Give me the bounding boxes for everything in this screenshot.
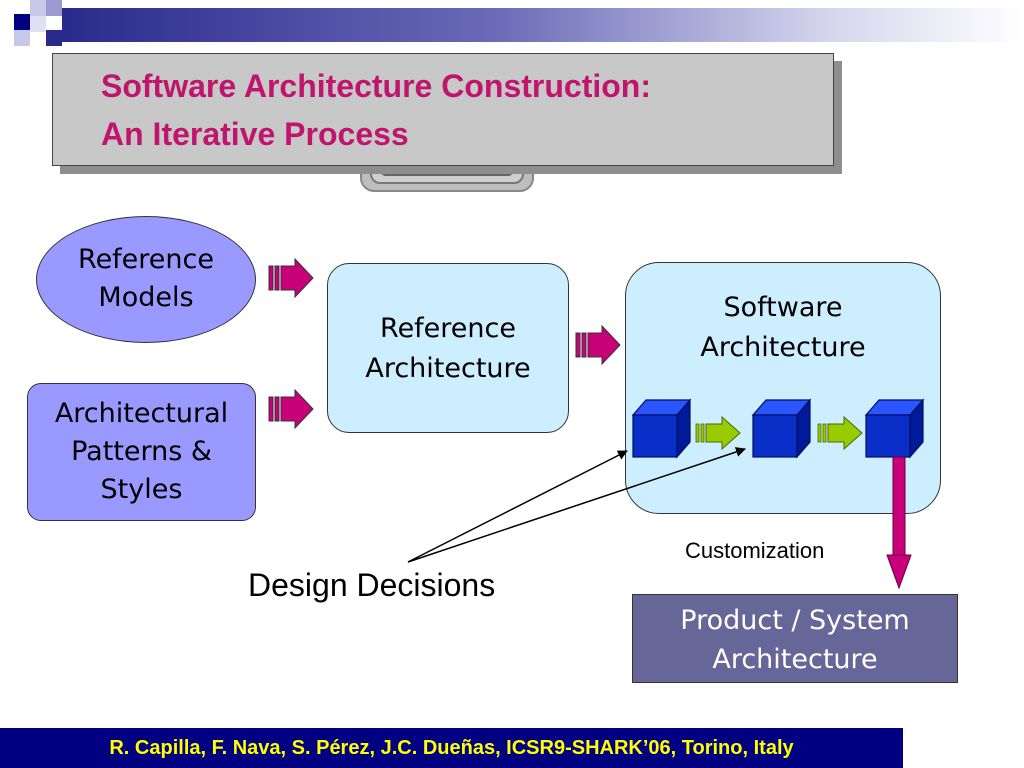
- customization-label: Customization: [685, 538, 825, 563]
- magenta-arrow-reference-architecture: [575, 324, 621, 366]
- green-arrow-cube-1-to-2: [695, 415, 741, 451]
- header-square-light-2: [46, 0, 62, 16]
- magenta-arrow-reference-models: [268, 257, 314, 299]
- header-square-light-1: [30, 0, 46, 16]
- slide-title-box: Software Architecture Construction: An I…: [52, 53, 834, 166]
- reference-architecture-box: Reference Architecture: [327, 263, 569, 433]
- reference-models-ellipse: Reference Models: [36, 216, 256, 343]
- reference-models-label: Models: [98, 282, 194, 313]
- reference-models-label: Reference: [78, 244, 214, 275]
- header-square-navy-2: [46, 30, 62, 46]
- design-decision-pointer-1: [407, 450, 628, 563]
- product-system-architecture-box: Product / System Architecture: [632, 594, 958, 683]
- design-decision-pointer-2: [407, 447, 746, 563]
- architecture-cube-2: [751, 398, 812, 459]
- architectural-patterns-label: Styles: [100, 474, 183, 505]
- reference-architecture-label: Reference: [380, 313, 516, 344]
- reference-architecture-label: Architecture: [365, 353, 531, 384]
- design-decisions-label: Design Decisions: [248, 567, 496, 603]
- slide-title-line-1: Software Architecture Construction:: [101, 68, 651, 104]
- product-architecture-label: Product / System: [680, 605, 910, 636]
- product-architecture-label: Architecture: [712, 644, 878, 675]
- header-square-navy-1: [14, 14, 30, 30]
- architectural-patterns-label: Architectural: [54, 398, 229, 429]
- header-gradient-bar: [62, 8, 1024, 42]
- software-architecture-label: Software: [723, 292, 843, 323]
- slide-title-line-2: An Iterative Process: [101, 116, 409, 152]
- software-architecture-label: Architecture: [700, 332, 866, 363]
- customization-down-arrow: [886, 456, 912, 590]
- architectural-patterns-label: Patterns &: [71, 436, 212, 467]
- magenta-arrow-architectural-patterns: [268, 388, 314, 430]
- green-arrow-cube-2-to-3: [817, 415, 863, 451]
- footer-citation: R. Capilla, F. Nava, S. Pérez, J.C. Dueñ…: [0, 728, 903, 768]
- header-square-light-3: [30, 16, 46, 32]
- architectural-patterns-box: Architectural Patterns & Styles: [27, 383, 256, 521]
- architecture-cube-1: [631, 398, 692, 459]
- header-square-light-4: [14, 30, 30, 46]
- architecture-cube-3: [864, 398, 925, 459]
